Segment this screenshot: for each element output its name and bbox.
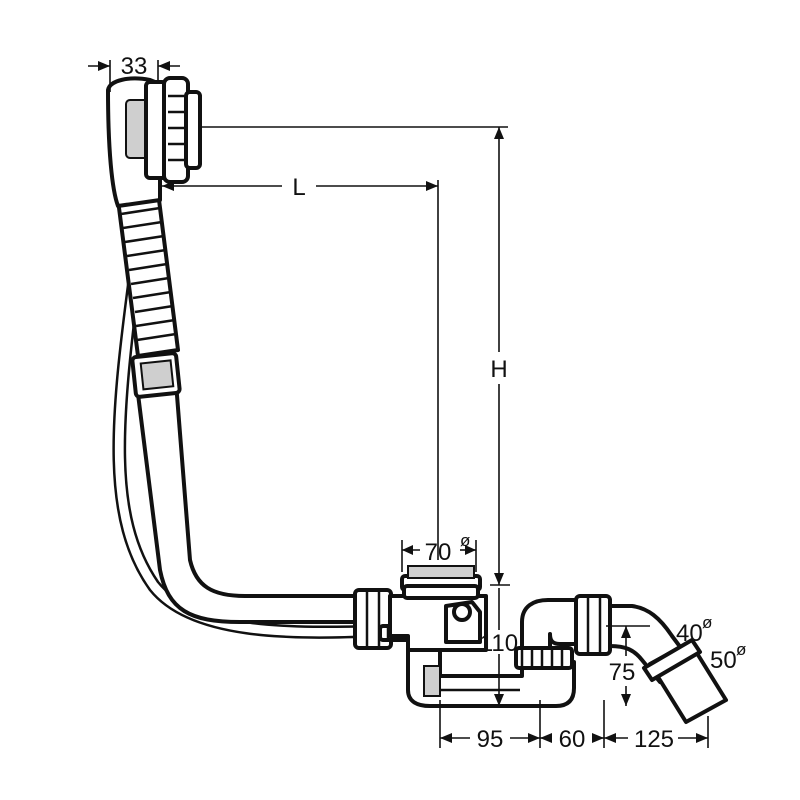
dim-70-diameter-symbol: ø <box>460 531 470 550</box>
dimension-chain-bottom: 95 60 125 <box>439 700 709 753</box>
trap-body <box>406 646 576 708</box>
overflow-pipe <box>130 351 367 624</box>
dimension-length: L <box>162 174 439 560</box>
overflow-head <box>106 76 202 208</box>
dim-50-label: 50 <box>710 647 737 674</box>
dim-33-label: 33 <box>121 53 148 80</box>
dimension-outlet-diameters: 40 ø 50 ø <box>676 613 746 674</box>
dimension-overflow-width: 33 <box>88 53 180 92</box>
dimension-height: H <box>200 126 510 586</box>
dim-50-diameter-symbol: ø <box>736 640 746 659</box>
dimension-outlet-height: 75 <box>606 625 650 706</box>
dim-95-label: 95 <box>477 726 504 753</box>
outlet-pipe <box>642 638 728 724</box>
dim-60-label: 60 <box>559 726 586 753</box>
drain-body <box>388 565 488 652</box>
dimension-drain-diameter: 70 ø <box>401 531 477 572</box>
flex-hose-section <box>116 190 180 358</box>
dim-70-label: 70 <box>425 539 452 566</box>
dimension-trap-height: 110 <box>480 588 518 707</box>
dim-h-label: H <box>490 356 507 383</box>
dim-40-label: 40 <box>676 620 703 647</box>
bowden-cable <box>112 269 381 639</box>
dim-125-label: 125 <box>634 726 674 753</box>
dim-40-diameter-symbol: ø <box>702 613 712 632</box>
dim-75-label: 75 <box>609 659 636 686</box>
dim-110-label: 110 <box>480 630 518 657</box>
dim-l-label: L <box>292 174 305 201</box>
